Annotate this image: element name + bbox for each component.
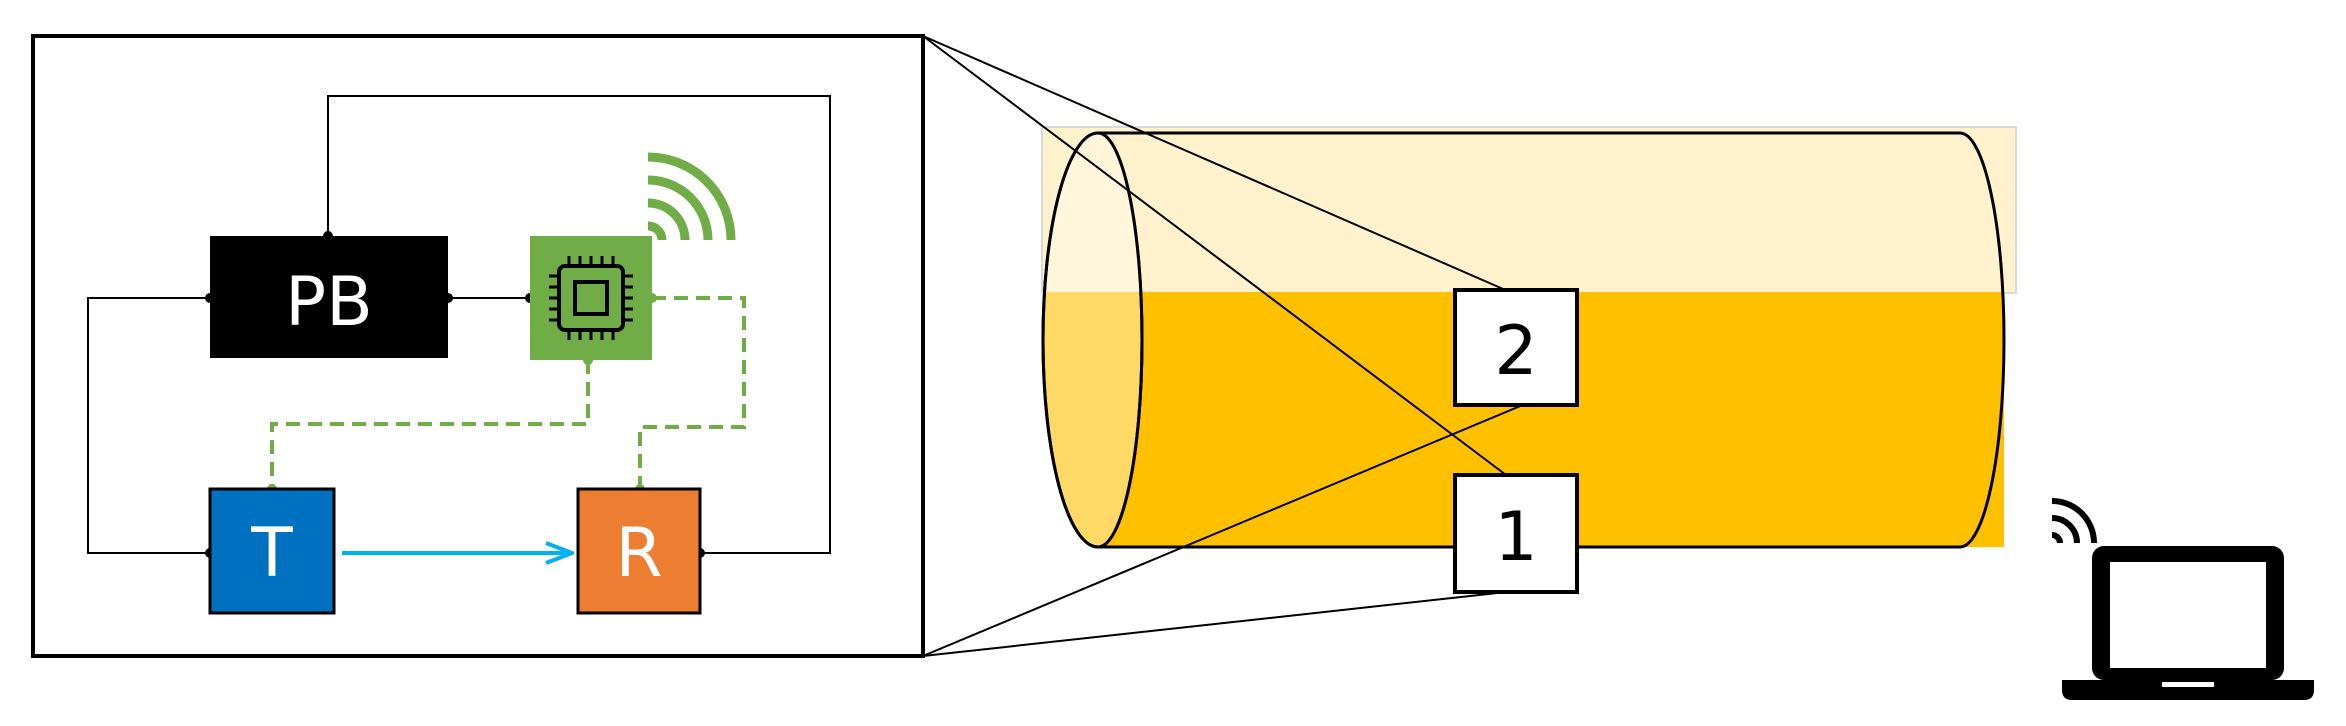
wifi-signal-icon [647,152,736,241]
tank-far-end [1959,131,2006,549]
circuit-wires [87,95,831,554]
tank-near-end-top [1046,133,1140,292]
receiver-label: R [615,514,662,593]
power-block-label: PB [285,263,373,342]
receiver-block: R [576,487,702,615]
transmitter-block: T [208,487,336,615]
sensor-1-label: 1 [1494,498,1537,577]
circuit-inset-frame [31,34,925,658]
chip-icon [549,256,633,340]
laptop-wifi-icon [2051,498,2097,544]
transmitter-label: T [250,514,293,593]
laptop-icon [2062,546,2314,700]
sensor-1: 1 [1453,473,1579,594]
callout-lines [922,35,1526,657]
sensor-2-label: 2 [1494,312,1537,391]
power-block: PB [210,236,448,358]
tank-headspace [1041,126,2017,294]
microcontroller [530,236,652,360]
sensor-2: 2 [1453,288,1579,407]
signal-wires [270,296,746,489]
